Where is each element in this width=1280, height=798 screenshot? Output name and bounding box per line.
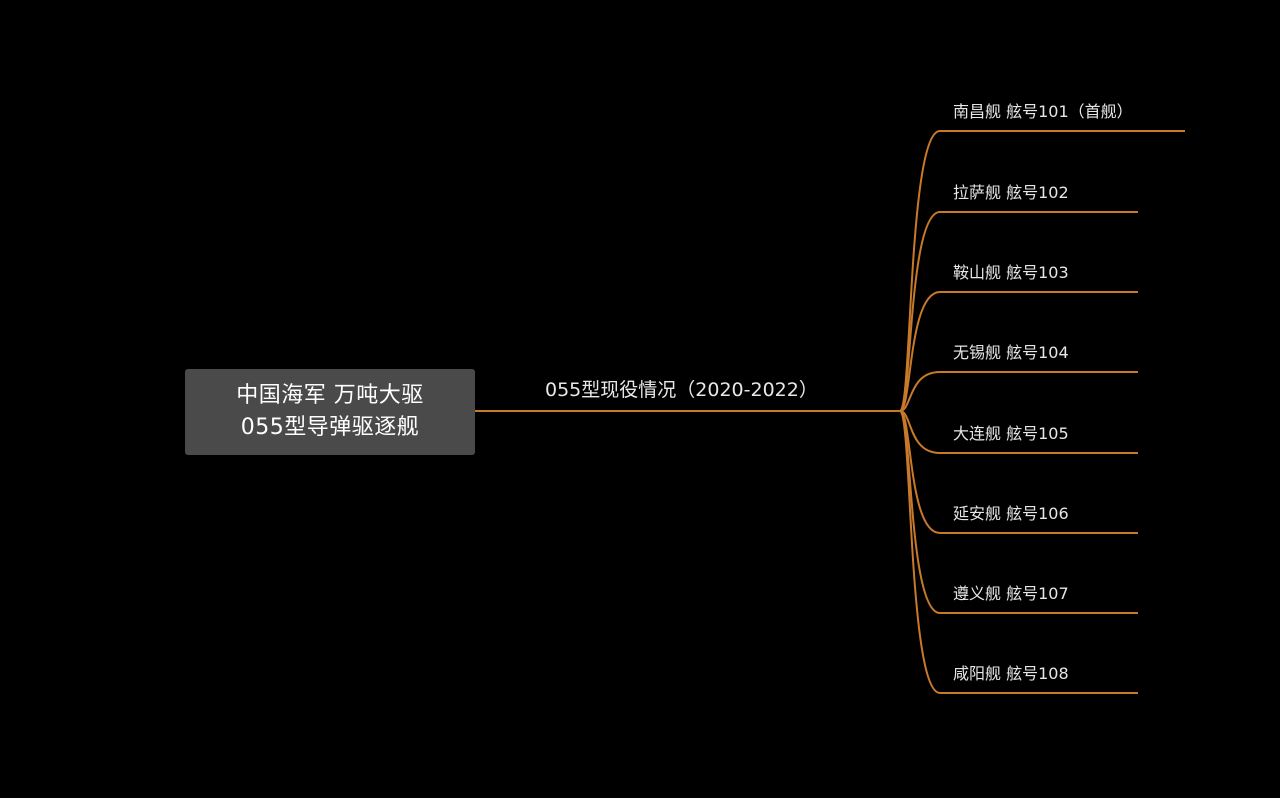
branch-label[interactable]: 055型现役情况（2020-2022） [545, 379, 818, 401]
leaf-connector-4 [899, 371, 1138, 412]
root-node[interactable]: 中国海军 万吨大驱 055型导弹驱逐舰 [185, 369, 475, 455]
leaf-label-4[interactable]: 无锡舰 舷号104 [953, 343, 1069, 362]
leaf-connectors [899, 130, 1185, 694]
leaf-connector-3 [899, 291, 1138, 412]
leaf-label-3[interactable]: 鞍山舰 舷号103 [953, 263, 1069, 282]
leaf-label-8[interactable]: 咸阳舰 舷号108 [953, 664, 1069, 683]
leaf-label-5[interactable]: 大连舰 舷号105 [953, 424, 1069, 443]
root-title-line2: 055型导弹驱逐舰 [240, 415, 420, 440]
leaf-connector-8 [899, 410, 1138, 694]
leaf-connector-5 [899, 410, 1138, 454]
leaf-label-7[interactable]: 遵义舰 舷号107 [953, 584, 1069, 603]
root-title-line1: 中国海军 万吨大驱 [236, 383, 424, 408]
leaf-connector-2 [899, 211, 1138, 412]
leaf-label-2[interactable]: 拉萨舰 舷号102 [953, 183, 1069, 202]
leaf-label-1[interactable]: 南昌舰 舷号101（首舰） [953, 102, 1133, 121]
leaf-label-6[interactable]: 延安舰 舷号106 [953, 504, 1069, 523]
